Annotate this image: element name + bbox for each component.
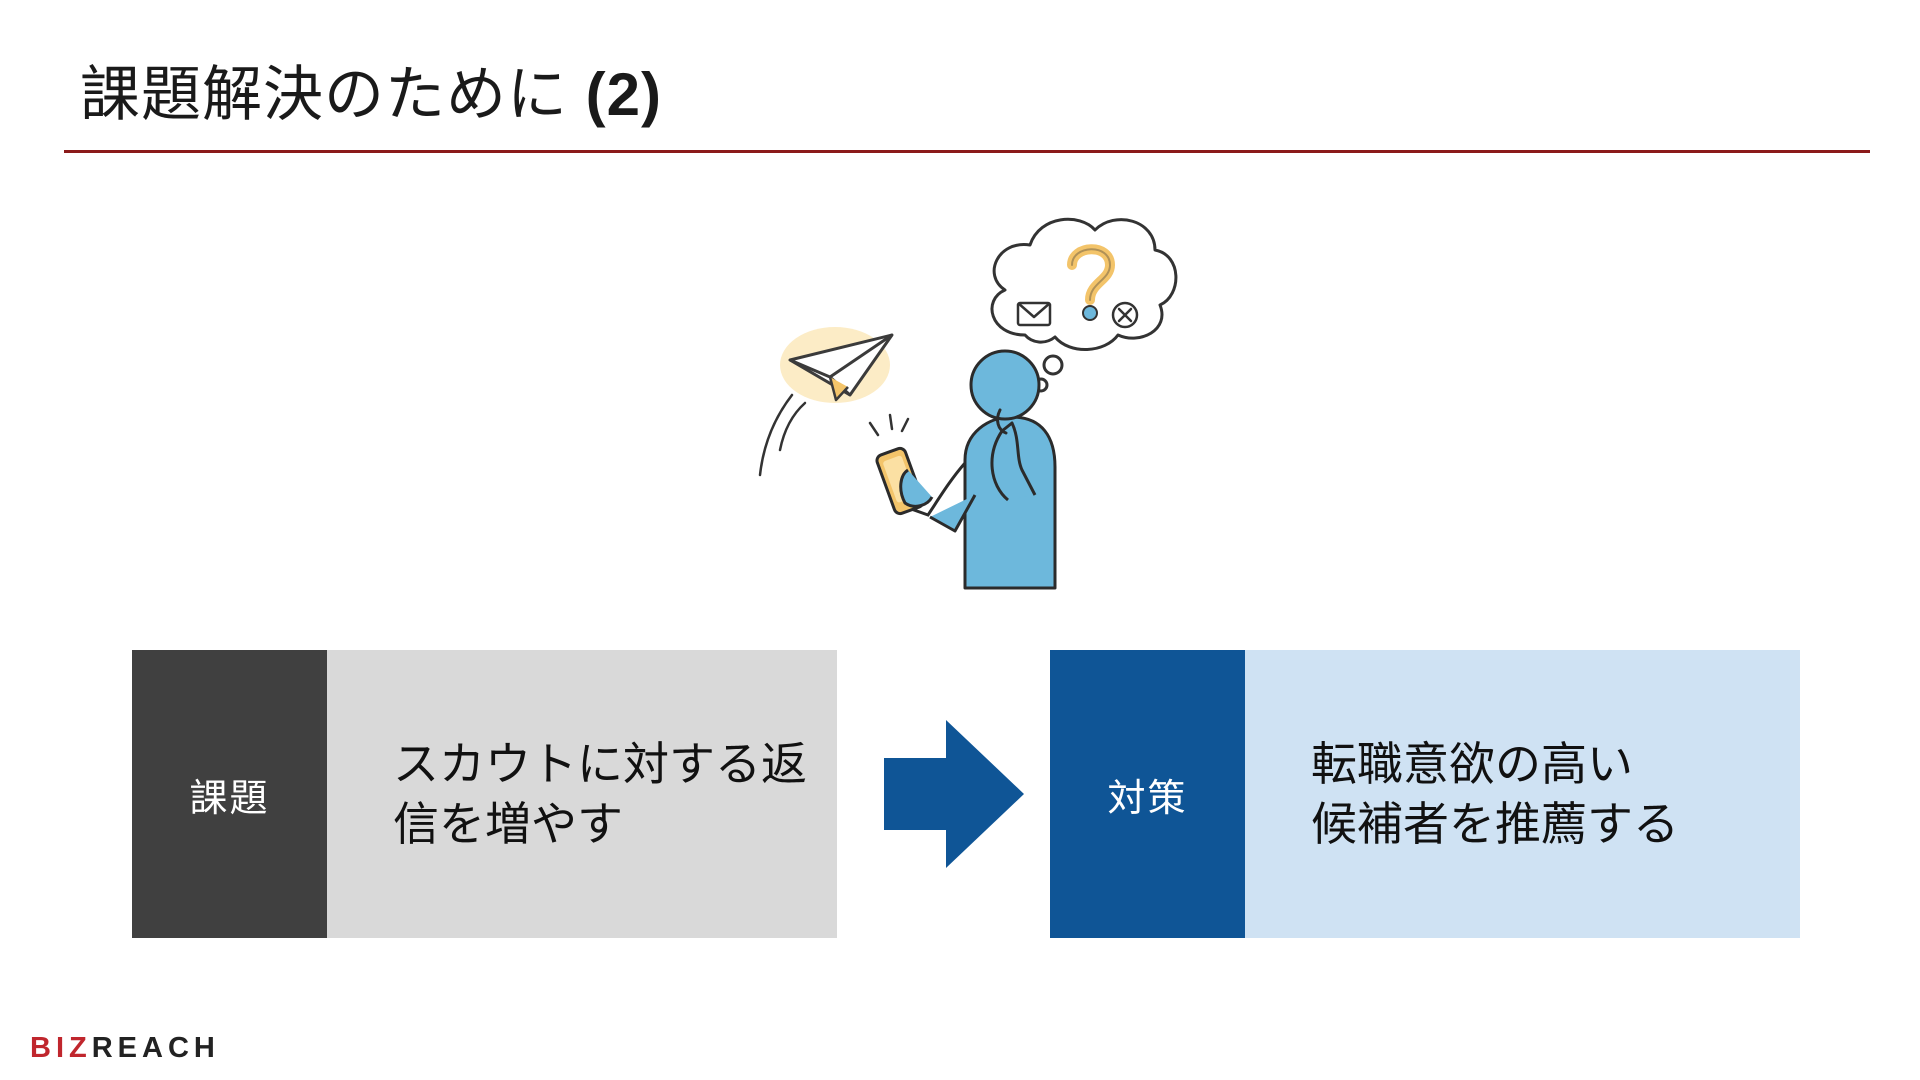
question-mark-icon	[1067, 244, 1116, 321]
illustration	[758, 217, 1178, 590]
measure-label: 対策	[1107, 775, 1188, 820]
right-arrow-icon	[884, 720, 1024, 868]
title-suffix: (2)	[568, 61, 662, 128]
issue-content-box: スカウトに対する返 信を増やす	[327, 650, 837, 938]
motion-lines	[758, 393, 807, 477]
envelope-icon	[1016, 301, 1052, 327]
logo-dark-part: REAC	[91, 1032, 194, 1064]
measure-content-box: 転職意欲の高い 候補者を推薦する	[1245, 650, 1800, 938]
measure-text: 転職意欲の高い 候補者を推薦する	[1311, 737, 1679, 851]
close-circle-icon	[1111, 301, 1139, 329]
logo-red-part: BIZ	[30, 1032, 92, 1064]
issue-label-box: 課題	[132, 650, 327, 938]
title-divider	[64, 150, 1870, 153]
measure-label-box: 対策	[1050, 650, 1245, 938]
paper-plane-icon	[780, 327, 894, 403]
issue-label: 課題	[189, 775, 270, 820]
logo-dark-end: H	[193, 1032, 220, 1064]
page-title: 課題解決のために (2)	[80, 55, 662, 135]
phone-glow-lines	[868, 413, 910, 437]
title-main: 課題解決のために	[80, 60, 568, 130]
issue-text: スカウトに対する返 信を増やす	[393, 737, 807, 851]
person-with-phone-icon	[875, 349, 1057, 590]
